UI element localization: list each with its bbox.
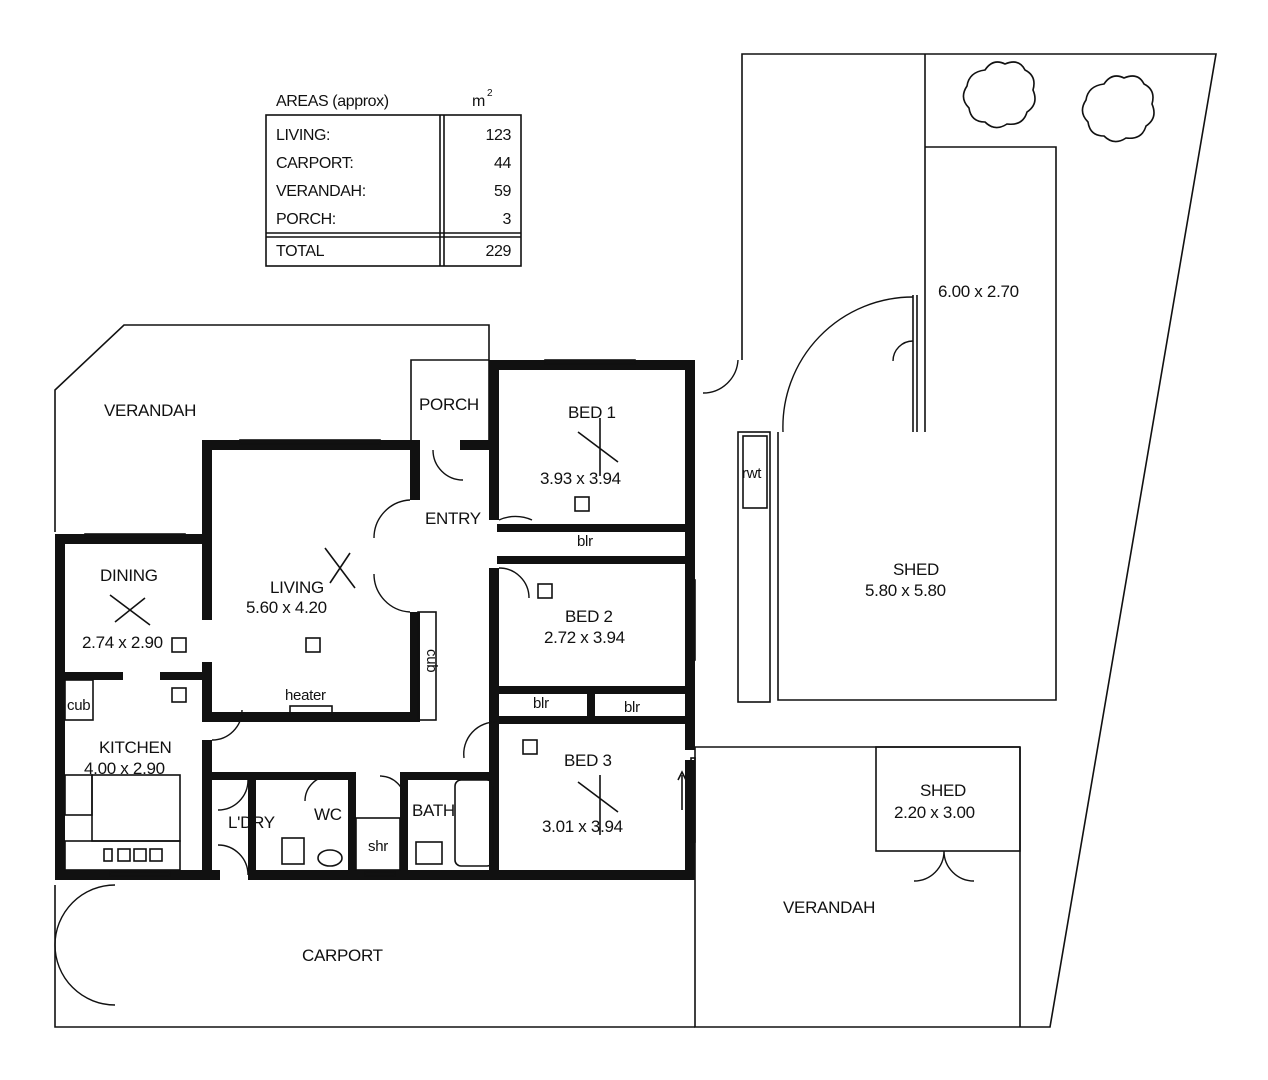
light-icon	[171, 637, 187, 653]
areas-row-value: 123	[486, 127, 512, 144]
verandah-west-label: VERANDAH	[104, 401, 196, 420]
cub-label: cub	[67, 697, 90, 714]
porch-label: PORCH	[419, 395, 479, 414]
site-outlines	[54, 53, 1217, 1028]
areas-table: AREAS (approx) m 2 LIVING: 123 CARPORT: …	[265, 88, 522, 267]
fan-icon	[577, 418, 619, 476]
areas-row-value: 3	[503, 211, 512, 228]
walls	[55, 360, 695, 880]
verandah-east-label: VERANDAH	[783, 898, 875, 917]
kitchen-size: 4.00 x 2.90	[84, 759, 165, 778]
carport-label: CARPORT	[302, 946, 383, 965]
shed-large-label: SHED	[893, 560, 939, 579]
bed3-size: 3.01 x 3.94	[542, 817, 623, 836]
bed2-label: BED 2	[565, 607, 613, 626]
areas-row-label: PORCH:	[276, 211, 336, 228]
light-icon	[171, 687, 187, 703]
areas-row-label: VERANDAH:	[276, 183, 366, 200]
areas-row-label: LIVING:	[276, 127, 330, 144]
dining-label: DINING	[100, 566, 158, 585]
shed-large-size: 5.80 x 5.80	[865, 581, 946, 600]
shed-annex-size: 6.00 x 2.70	[938, 282, 1019, 301]
living-label: LIVING	[270, 578, 324, 597]
rwt-label: rwt	[742, 465, 762, 482]
bed3-label: BED 3	[564, 751, 612, 770]
wc-label: WC	[314, 805, 342, 824]
fixtures	[64, 359, 696, 877]
dining-size: 2.74 x 2.90	[82, 633, 163, 652]
bath-label: BATH	[412, 801, 455, 820]
light-icon	[522, 739, 538, 755]
bed2-size: 2.72 x 3.94	[544, 628, 625, 647]
areas-table-unit-sup: 2	[487, 88, 493, 99]
room-labels: VERANDAH PORCH BED 1 3.93 x 3.94 ENTRY b…	[67, 282, 1019, 965]
doors	[54, 296, 975, 1006]
areas-total-value: 229	[486, 243, 512, 260]
areas-row-value: 44	[494, 155, 511, 172]
bed1-size: 3.93 x 3.94	[540, 469, 621, 488]
areas-table-heading: AREAS (approx)	[276, 93, 389, 110]
heater-label: heater	[285, 687, 326, 704]
blr-label: blr	[624, 699, 640, 716]
light-icon	[574, 496, 590, 512]
fan-icon	[324, 547, 356, 589]
living-size: 5.60 x 4.20	[246, 598, 327, 617]
areas-row-label: CARPORT:	[276, 155, 353, 172]
blr-label: blr	[533, 695, 549, 712]
fan-icon	[109, 594, 151, 626]
laundry-label: L'DRY	[228, 813, 275, 832]
stove-icon	[64, 774, 93, 816]
shower-label: shr	[368, 838, 388, 855]
kitchen-label: KITCHEN	[99, 738, 172, 757]
heater-icon	[289, 705, 333, 715]
toilet-icon	[317, 849, 343, 867]
areas-total-label: TOTAL	[276, 243, 325, 260]
shed-small-label: SHED	[920, 781, 966, 800]
shed-small-size: 2.20 x 3.00	[894, 803, 975, 822]
bed1-label: BED 1	[568, 403, 616, 422]
cub-label: cub	[423, 649, 440, 672]
areas-row-value: 59	[494, 183, 511, 200]
entry-label: ENTRY	[425, 509, 481, 528]
light-icon	[537, 583, 553, 599]
bath-icon	[454, 779, 494, 867]
blr-label: blr	[577, 533, 593, 550]
fan-icon	[577, 775, 619, 835]
light-icon	[305, 637, 321, 653]
areas-table-unit: m	[472, 93, 485, 110]
